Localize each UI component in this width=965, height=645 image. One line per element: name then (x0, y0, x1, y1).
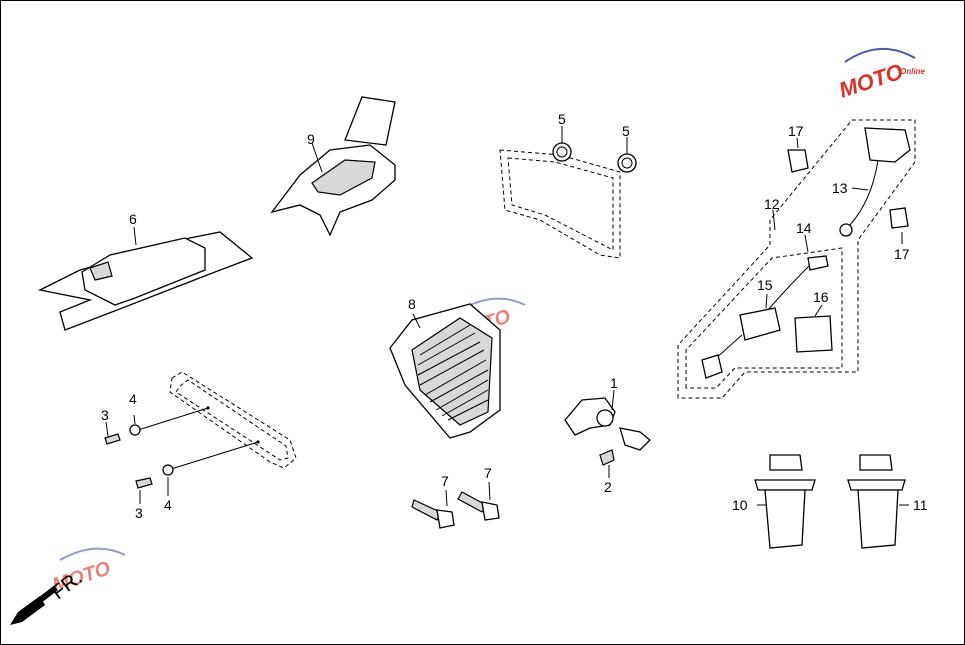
svg-text:MOTO: MOTO (836, 59, 906, 103)
part-5-plate-bracket (499, 126, 637, 259)
callout-6: 6 (129, 211, 137, 227)
callout-1: 1 (610, 375, 618, 391)
callout-4: 4 (129, 391, 137, 407)
callout-4b: 4 (164, 497, 172, 513)
callout-16: 16 (813, 289, 829, 305)
part-12-harness-group (677, 119, 916, 399)
front-direction-arrow (10, 585, 58, 625)
part-9-seat-cover (270, 96, 396, 237)
callout-13: 13 (832, 180, 848, 196)
callout-10: 10 (732, 497, 748, 513)
callout-17b: 17 (894, 246, 910, 262)
callout-12: 12 (764, 196, 780, 212)
callout-3: 3 (101, 407, 109, 423)
callout-14: 14 (796, 220, 812, 236)
callout-7: 7 (441, 473, 449, 489)
part-3-4-bracket (104, 371, 297, 504)
watermark-logo: MOTO Online (836, 47, 925, 103)
svg-text:Online: Online (900, 67, 925, 76)
part-1-2-ignition (564, 389, 651, 478)
part-11-right-grip (847, 454, 909, 549)
part-8-air-filter (389, 303, 501, 439)
part-7-bolts (411, 481, 500, 529)
callout-2: 2 (604, 479, 612, 495)
part-6-seat (38, 226, 254, 331)
callout-5: 5 (558, 111, 566, 127)
callout-15: 15 (757, 277, 773, 293)
callout-3b: 3 (135, 505, 143, 521)
part-10-left-grip (754, 454, 816, 549)
callout-11: 11 (913, 497, 928, 513)
callout-9: 9 (307, 131, 315, 147)
callout-8: 8 (408, 296, 416, 312)
callout-17: 17 (788, 123, 804, 139)
callout-5b: 5 (622, 123, 630, 139)
callout-7b: 7 (484, 465, 492, 481)
